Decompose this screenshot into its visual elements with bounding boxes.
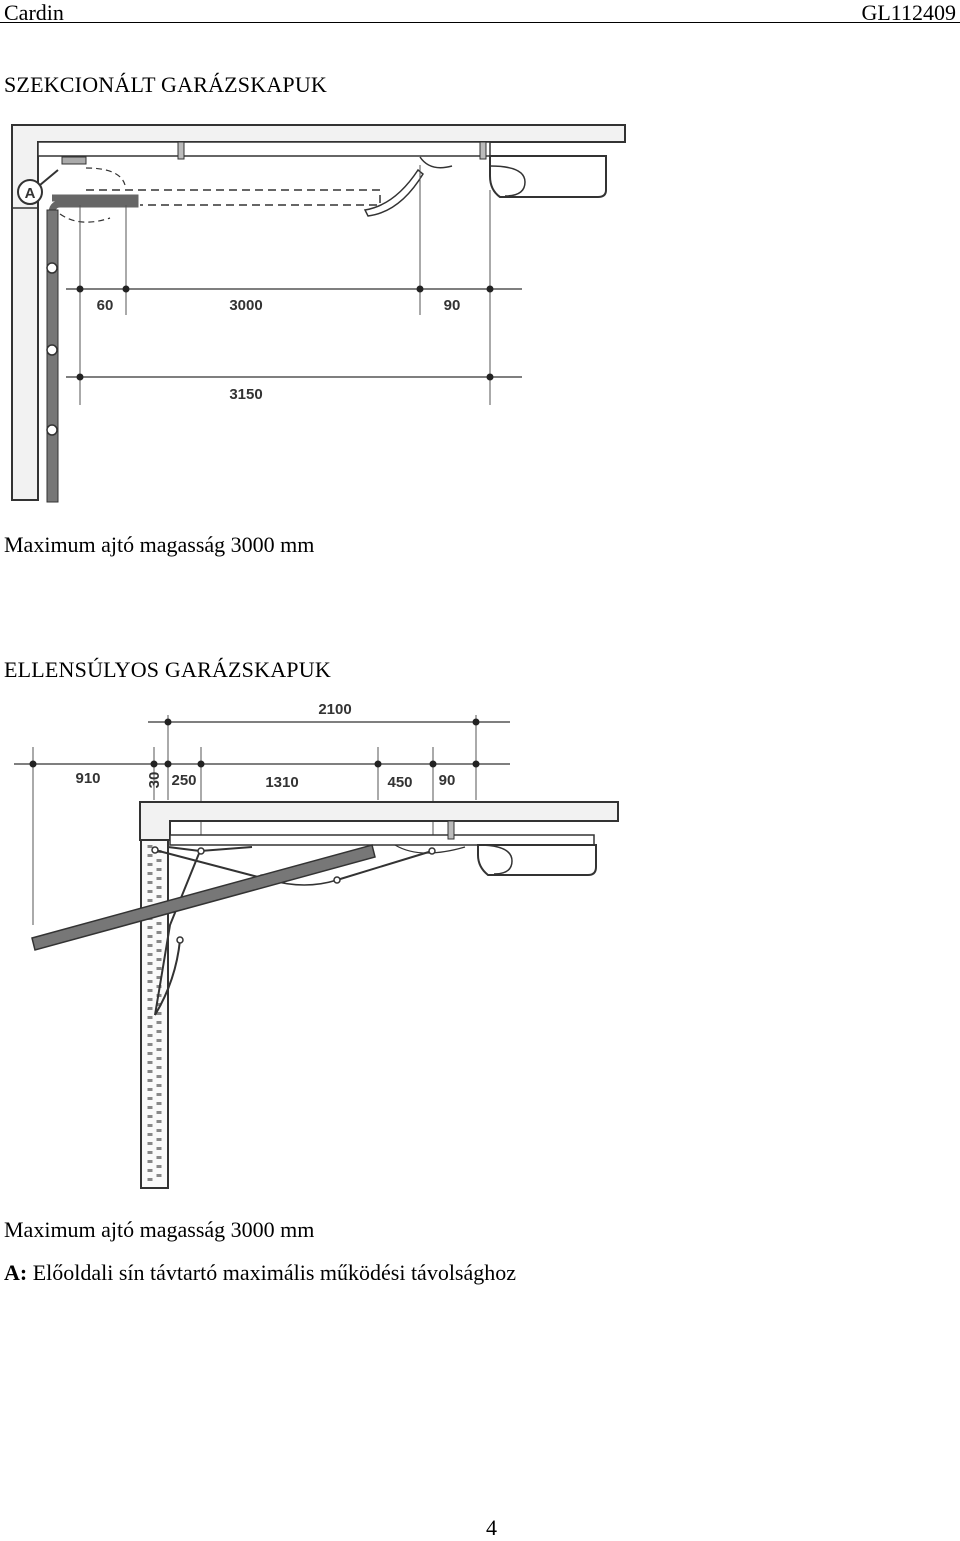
dimension-label: 1310: [265, 774, 298, 791]
dimension-label: 910: [75, 770, 100, 787]
sectional-door-diagram: A 60 3000 90 3150: [11, 124, 626, 503]
note-a: A: Előoldali sín távtartó maximális műkö…: [4, 1260, 516, 1286]
header-brand: Cardin: [4, 0, 64, 25]
section2-caption: Maximum ajtó magasság 3000 mm: [4, 1217, 315, 1242]
dimension-label: 3150: [229, 386, 262, 403]
dimension-label: 30: [146, 772, 163, 789]
page-number: 4: [486, 1515, 497, 1540]
header-divider: [0, 22, 960, 23]
section-title-sectional-doors: SZEKCIONÁLT GARÁZSKAPUK: [4, 72, 328, 97]
dimension-label: 250: [171, 772, 196, 789]
header-document-code: GL112409: [861, 0, 956, 25]
dimension-label: 60: [97, 297, 114, 314]
dimension-label: 3000: [229, 297, 262, 314]
dimension-label: 2100: [318, 701, 351, 718]
dimension-label: 450: [387, 774, 412, 791]
marker-a-label: A: [25, 185, 36, 202]
dimension-label: 90: [444, 297, 461, 314]
section-title-counterweight-doors: ELLENSÚLYOS GARÁZSKAPUK: [4, 657, 331, 682]
note-a-text: Előoldali sín távtartó maximális működés…: [27, 1260, 517, 1285]
counterweight-door-diagram: 2100 910 30 250 1310 450 90: [14, 701, 619, 1189]
section1-caption: Maximum ajtó magasság 3000 mm: [4, 532, 315, 557]
dimension-label: 90: [439, 772, 456, 789]
note-a-label: A:: [4, 1260, 28, 1285]
